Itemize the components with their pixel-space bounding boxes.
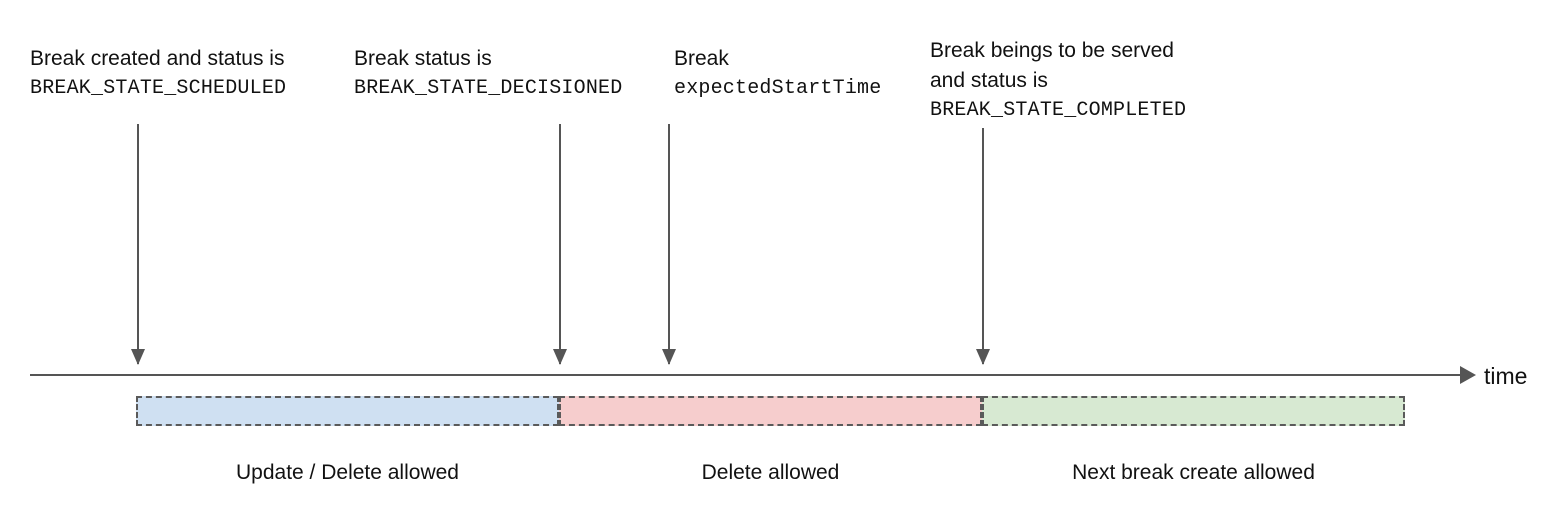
arrow-head — [131, 349, 145, 365]
annotation-line: Break created and status is — [30, 47, 285, 70]
arrow-right-icon — [1460, 366, 1476, 384]
annotation-line: Break beings to be served — [930, 39, 1174, 62]
arrow-stem — [982, 128, 984, 364]
annotation-completed: Break beings to be served and status is … — [930, 36, 1186, 126]
annotation-line-code: BREAK_STATE_COMPLETED — [930, 99, 1187, 122]
segment-bar-update-delete — [136, 396, 559, 426]
annotation-line: Break status is — [354, 47, 492, 70]
arrow-stem — [668, 124, 670, 364]
segment-bar-delete-only — [559, 396, 982, 426]
annotation-line: and status is — [930, 69, 1048, 92]
annotation-scheduled: Break created and status is BREAK_STATE_… — [30, 44, 286, 104]
annotation-line: Break — [674, 47, 729, 70]
annotation-line-code: BREAK_STATE_DECISIONED — [354, 77, 623, 100]
arrow-stem — [137, 124, 139, 364]
pointer-arrow-down-icon — [130, 124, 146, 365]
pointer-arrow-down-icon — [552, 124, 568, 365]
arrow-head — [553, 349, 567, 365]
annotation-line-code: expectedStartTime — [674, 77, 882, 100]
pointer-arrow-down-icon — [975, 128, 991, 365]
segment-caption-next-break-create: Next break create allowed — [1072, 461, 1315, 484]
arrow-head — [662, 349, 676, 365]
segment-bar-next-break-create — [982, 396, 1405, 426]
pointer-arrow-down-icon — [661, 124, 677, 365]
arrow-stem — [559, 124, 561, 364]
segment-caption-update-delete: Update / Delete allowed — [236, 461, 459, 484]
annotation-expected-start-time: Break expectedStartTime — [674, 44, 881, 104]
segment-caption-delete-only: Delete allowed — [701, 461, 840, 484]
annotation-line-code: BREAK_STATE_SCHEDULED — [30, 77, 287, 100]
arrow-head — [976, 349, 990, 365]
time-axis-line — [30, 374, 1470, 376]
time-axis-label: time — [1484, 363, 1528, 389]
annotation-decisioned: Break status is BREAK_STATE_DECISIONED — [354, 44, 622, 104]
